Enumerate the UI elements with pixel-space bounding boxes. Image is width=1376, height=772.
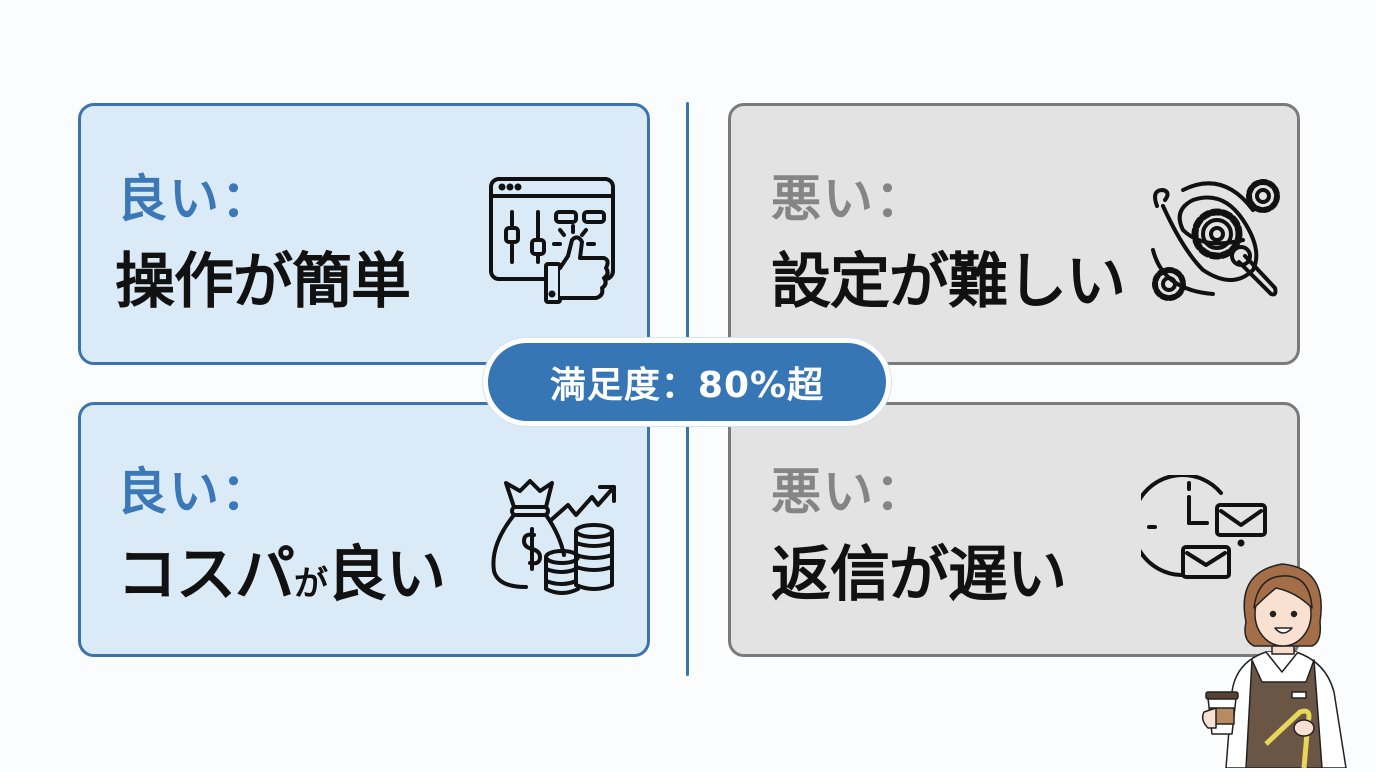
clock-envelopes-icon <box>1141 475 1271 587</box>
card-label-bad: 悪い： <box>771 170 927 228</box>
card-bad-slow-reply: 悪い： 返信が遅い <box>728 402 1300 657</box>
tangled-gears-wrench-icon <box>1143 170 1283 306</box>
money-bag-coins-growth-icon <box>486 475 621 603</box>
card-text-part: 良い <box>327 540 446 610</box>
card-text-particle: が <box>294 564 328 604</box>
card-label-good: 良い： <box>117 463 273 521</box>
card-good-easy-operation: 良い： 操作が簡単 <box>78 103 650 365</box>
card-text: コスパが良い <box>117 545 446 605</box>
card-text-part: コスパ <box>117 540 295 610</box>
card-good-cost-performance: 良い： コスパが良い <box>78 402 650 657</box>
satisfaction-badge: 満足度：80%超 <box>483 338 891 426</box>
card-text: 設定が難しい <box>771 247 1126 317</box>
card-label-good: 良い： <box>117 170 273 228</box>
staff-woman-illustration <box>1196 552 1366 769</box>
settings-window-thumbs-up-icon <box>486 174 618 306</box>
card-text: 操作が簡単 <box>115 247 411 317</box>
card-bad-difficult-settings: 悪い： 設定が難しい <box>728 103 1300 365</box>
card-text: 返信が遅い <box>771 540 1067 610</box>
card-label-bad: 悪い： <box>771 463 927 521</box>
satisfaction-badge-text: 満足度：80%超 <box>549 365 825 406</box>
